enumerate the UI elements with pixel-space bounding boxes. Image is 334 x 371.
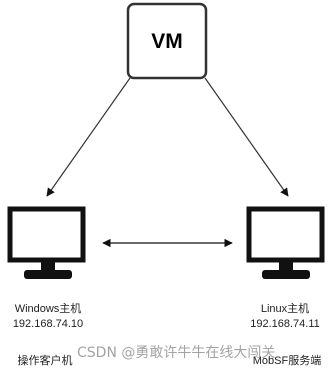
- edge-vm-to-linux: [204, 77, 289, 197]
- watermark: CSDN @勇敢许牛牛在线大闯关: [77, 345, 275, 361]
- vm-node: VM: [126, 2, 208, 80]
- edge-vm-to-windows: [46, 77, 131, 197]
- windows-host-name: Windows主机: [15, 301, 82, 315]
- windows-host-role: 操作客户机: [18, 353, 73, 367]
- vm-box: [126, 2, 208, 80]
- linux-host-ip: 192.168.74.11: [250, 318, 320, 330]
- windows-monitor-icon: [7, 206, 86, 279]
- linux-host-name: Linux主机: [261, 301, 309, 315]
- windows-host-ip: 192.168.74.10: [13, 318, 83, 330]
- linux-host-role: MobSF服务端: [253, 354, 321, 367]
- vm-label: VM: [151, 30, 183, 53]
- linux-monitor-icon: [246, 206, 325, 279]
